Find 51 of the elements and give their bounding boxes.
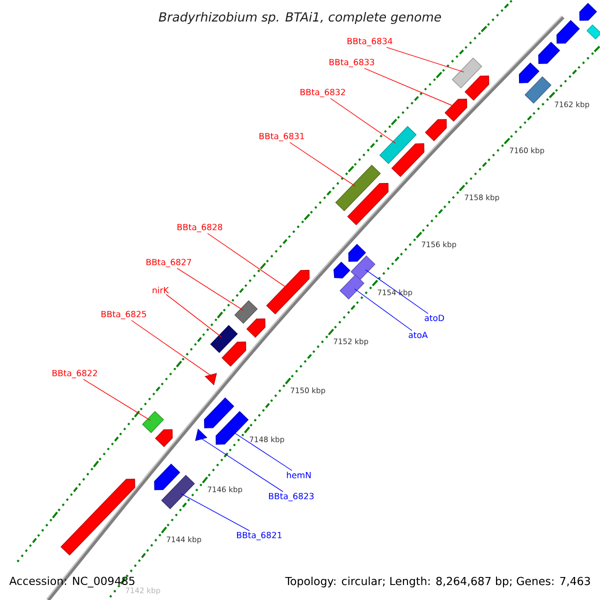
- gene-label: BBta_6827: [146, 258, 192, 268]
- leader-line: [232, 431, 292, 471]
- leader-line: [131, 320, 211, 376]
- gene-feature: [334, 262, 350, 278]
- gene-label: BBta_6822: [52, 370, 97, 378]
- gene-label: atoD: [424, 314, 444, 322]
- gene-block: [452, 58, 482, 88]
- gene-label: BBta_6825: [102, 310, 146, 320]
- leader-line: [386, 47, 464, 72]
- gene-feature: [266, 270, 310, 314]
- gene-label: BBta_6821: [237, 532, 282, 540]
- leader-line: [201, 438, 284, 492]
- gene-feature: [246, 318, 266, 338]
- leader-line: [330, 98, 396, 144]
- footer-text: Accession: NC_009485: [9, 576, 134, 588]
- leader-line: [176, 268, 244, 311]
- gene-block: [586, 24, 600, 40]
- leader-line: [83, 379, 151, 421]
- gene-label: BBta_6832: [300, 88, 345, 98]
- gene-label: atoA: [408, 332, 428, 338]
- gene-label: BBta_6831: [260, 132, 304, 142]
- gene-label: hemN: [286, 472, 311, 478]
- footer-text: Topology: circular; Length: 8,264,687 bp; Genes: 7,463: [285, 576, 590, 588]
- leader-line: [354, 288, 412, 331]
- gene-feature: [347, 183, 389, 226]
- leader-line: [180, 493, 250, 531]
- gene-block: [340, 274, 364, 300]
- leader-line: [364, 68, 456, 108]
- gene-feature: [216, 411, 249, 445]
- gene-feature: [518, 62, 540, 84]
- gene-label: BBta_6833: [330, 58, 374, 68]
- gene-feature: [154, 464, 180, 490]
- gene-label: BBta_6834: [348, 38, 392, 46]
- title: Bradyrhizobium sp. BTAi1, complete genome: [158, 12, 441, 24]
- gene-feature: [556, 20, 580, 44]
- leader-line: [289, 142, 356, 187]
- gene-block: [210, 325, 238, 353]
- gene-block: [234, 300, 258, 324]
- leader-line: [166, 294, 222, 338]
- gene-feature: [464, 76, 490, 101]
- gene-feature: [222, 342, 246, 367]
- gene-triangle: [195, 428, 208, 442]
- gene-block: [335, 164, 381, 212]
- gene-label: BBta_6823: [269, 492, 314, 502]
- gene-triangle: [204, 372, 217, 386]
- gene-block: [350, 256, 376, 280]
- leader-line: [365, 269, 428, 314]
- gene-block: [161, 474, 195, 510]
- leader-line: [207, 233, 288, 289]
- gene-label: nirK: [152, 286, 169, 294]
- gene-label: BBta_6828: [178, 224, 222, 232]
